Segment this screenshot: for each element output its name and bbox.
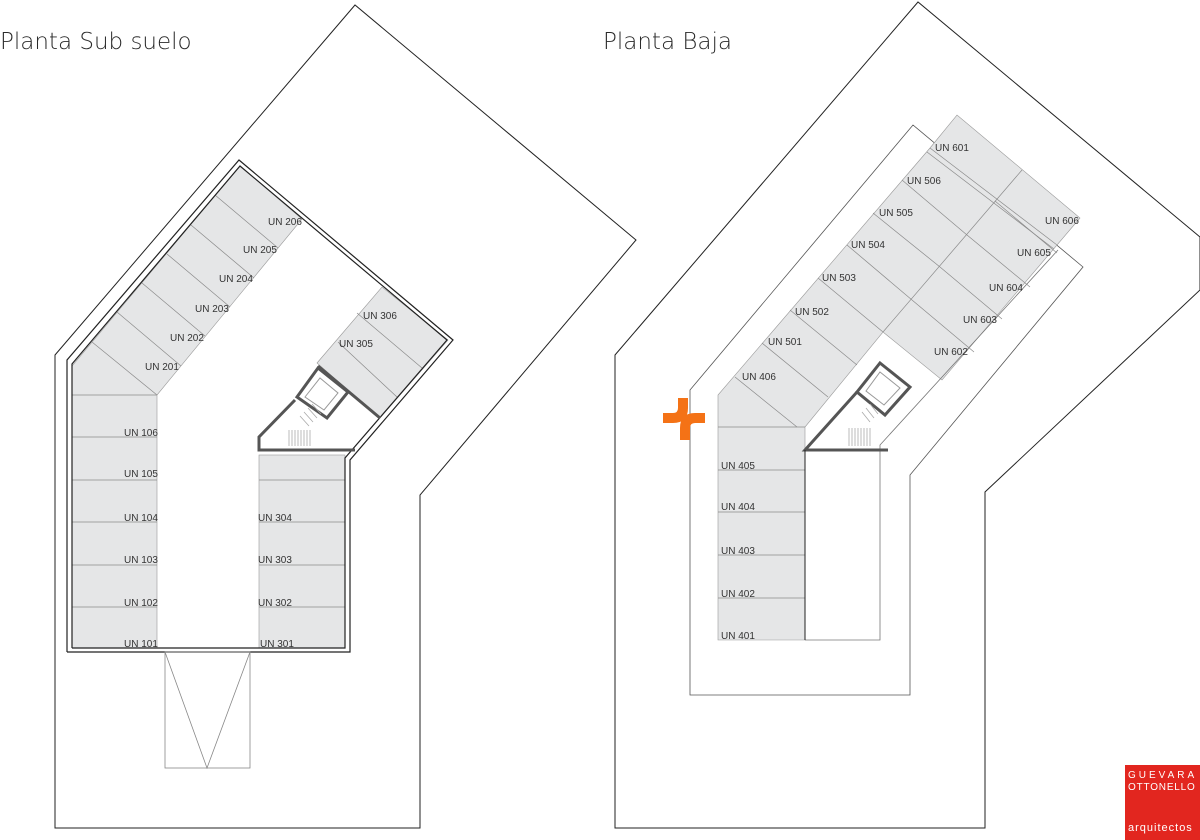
elevator-icon: [294, 365, 351, 421]
parking-area-south: [258, 454, 346, 649]
unit-label: UN 304: [258, 513, 292, 524]
stall-dividers: [718, 147, 1058, 599]
plan-title-sub-suelo: Planta Sub suelo: [0, 29, 192, 55]
unit-label: UN 202: [170, 333, 204, 344]
unit-labels: UN 601 UN 506 UN 505 UN 504 UN 503 UN 50…: [721, 143, 1079, 642]
unit-label: UN 401: [721, 631, 755, 642]
unit-label: UN 605: [1017, 248, 1051, 259]
unit-label: UN 306: [363, 311, 397, 322]
parking-area-east: [316, 286, 449, 419]
unit-label: UN 503: [822, 273, 856, 284]
unit-label: UN 402: [721, 589, 755, 600]
stair-elevator-core: [801, 360, 913, 640]
unit-label: UN 301: [260, 639, 294, 650]
unit-label: UN 403: [721, 546, 755, 557]
unit-labels: UN 206 UN 205 UN 204 UN 203 UN 202 UN 20…: [124, 217, 397, 650]
unit-label: UN 305: [339, 339, 373, 350]
unit-label: UN 604: [989, 283, 1023, 294]
stall-dividers: [72, 194, 423, 608]
unit-label: UN 601: [935, 143, 969, 154]
logo-line-2: OTTONELLO: [1128, 782, 1196, 793]
unit-label: UN 201: [145, 362, 179, 373]
plan-baja: Planta Baja: [603, 1, 1200, 829]
unit-label: UN 105: [124, 469, 158, 480]
unit-label: UN 501: [768, 337, 802, 348]
logo-line-3: arquitectos: [1128, 822, 1193, 834]
unit-label: UN 303: [258, 555, 292, 566]
unit-label: UN 506: [907, 176, 941, 187]
logo-line-1: GUEVARA: [1128, 770, 1198, 781]
building-wall-inner: [71, 165, 448, 649]
unit-label: UN 104: [124, 513, 158, 524]
unit-label: UN 101: [124, 639, 158, 650]
unit-label: UN 204: [219, 274, 253, 285]
building-footprint: [689, 124, 1084, 696]
unit-label: UN 203: [195, 304, 229, 315]
plan-title-baja: Planta Baja: [603, 29, 732, 55]
elevator-icon: [854, 360, 913, 418]
unit-label: UN 405: [721, 461, 755, 472]
unit-label: UN 504: [851, 240, 885, 251]
unit-label: UN 602: [934, 347, 968, 358]
stairs-icon: [288, 403, 322, 446]
unit-label: UN 302: [258, 598, 292, 609]
unit-label: UN 206: [268, 217, 302, 228]
unit-label: UN 404: [721, 502, 755, 513]
north-mark-icon: [663, 398, 705, 440]
unit-label: UN 406: [742, 372, 776, 383]
unit-label: UN 505: [879, 208, 913, 219]
unit-label: UN 606: [1045, 216, 1079, 227]
unit-label: UN 106: [124, 428, 158, 439]
site-boundary: [614, 1, 1200, 829]
unit-label: UN 603: [963, 315, 997, 326]
unit-label: UN 103: [124, 555, 158, 566]
unit-label: UN 102: [124, 598, 158, 609]
stair-elevator-core: [257, 364, 381, 452]
stairs-icon: [848, 403, 879, 446]
building-wall-outer: [66, 159, 454, 653]
unit-label: UN 205: [243, 245, 277, 256]
firm-logo: GUEVARA OTTONELLO arquitectos: [1125, 765, 1200, 840]
unit-label: UN 502: [795, 307, 829, 318]
access-ramp: [164, 651, 251, 770]
plan-sub-suelo: Planta Sub suelo: [0, 4, 637, 829]
site-boundary: [54, 4, 637, 829]
